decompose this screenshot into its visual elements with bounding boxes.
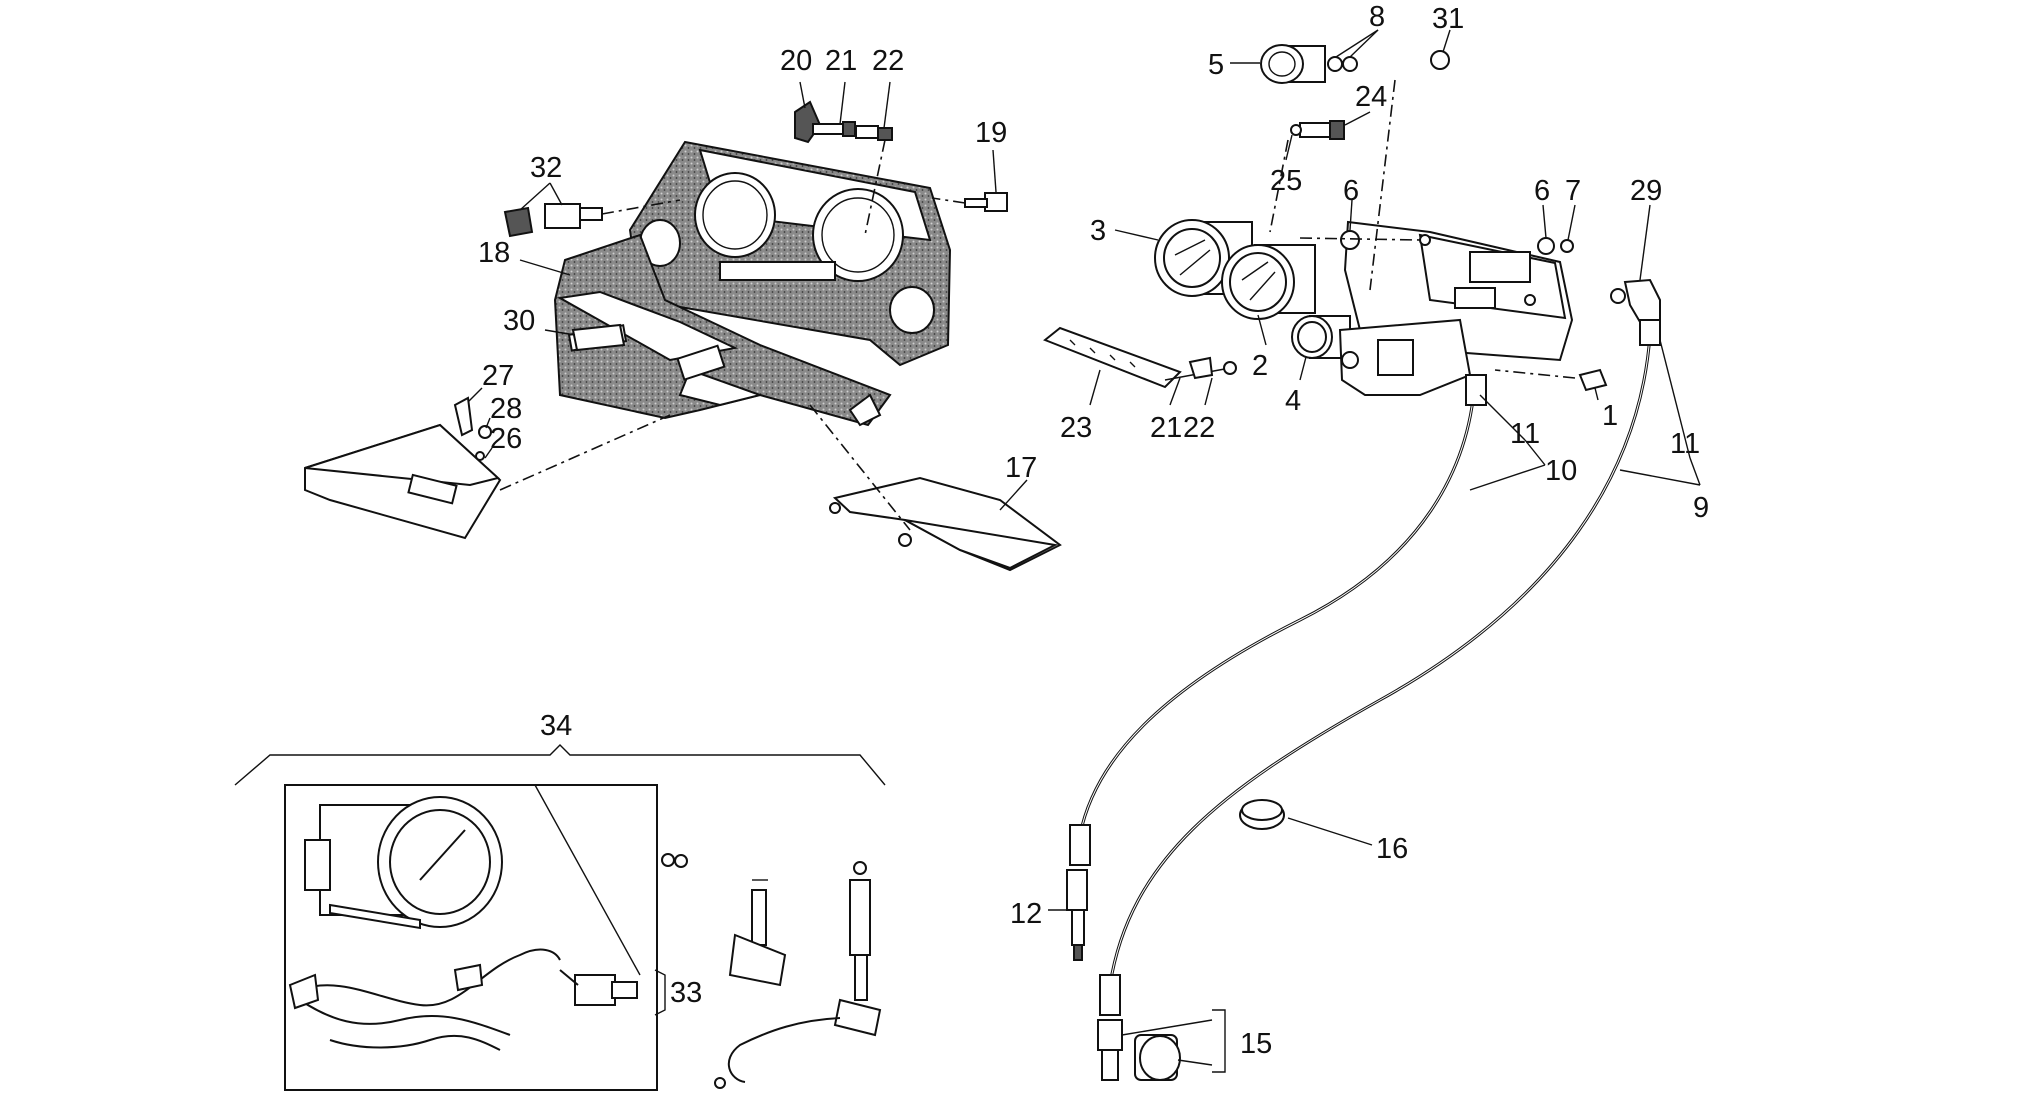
label-8: 8 — [1369, 1, 1385, 33]
label-6b: 6 — [1534, 175, 1550, 207]
label-9: 9 — [1693, 492, 1709, 524]
label-12: 12 — [1010, 898, 1042, 930]
terminal-strip-23 — [1043, 326, 1231, 389]
label-11a: 11 — [1510, 418, 1540, 450]
connector-22b — [1188, 356, 1237, 380]
label-20: 20 — [780, 45, 812, 77]
label-29: 29 — [1630, 175, 1662, 207]
label-15: 15 — [1240, 1028, 1272, 1060]
label-19: 19 — [975, 117, 1007, 149]
label-33: 33 — [670, 977, 702, 1009]
washers-6-7 — [1299, 230, 1574, 255]
sensor-parts-33 — [661, 853, 882, 1089]
label-24: 24 — [1355, 81, 1387, 113]
support-bracket-17 — [809, 404, 1062, 572]
leader-dash-8 — [1369, 79, 1396, 291]
label-16: 16 — [1376, 833, 1408, 865]
bolt-27 — [453, 396, 492, 439]
bulb-24 — [1290, 120, 1345, 140]
badge-plate-30 — [571, 323, 626, 352]
label-23: 23 — [1060, 412, 1092, 444]
label-26: 26 — [490, 423, 522, 455]
label-17: 17 — [1005, 452, 1037, 484]
label-22a: 22 — [872, 45, 904, 77]
label-31: 31 — [1432, 3, 1464, 35]
label-18: 18 — [478, 237, 510, 269]
label-7: 7 — [1565, 175, 1581, 207]
cable-elbow-29 — [1610, 278, 1661, 324]
label-11b: 11 — [1670, 428, 1700, 460]
label-5: 5 — [1208, 49, 1224, 81]
label-1: 1 — [1602, 400, 1618, 432]
label-25: 25 — [1270, 165, 1302, 197]
cable-fitting-15 — [1097, 1019, 1181, 1081]
panel-screw-19 — [931, 192, 1008, 212]
tachometer-cable-9 — [1099, 319, 1661, 1016]
cable-fitting-12 — [1066, 869, 1088, 961]
label-4: 4 — [1285, 385, 1301, 417]
label-28: 28 — [490, 393, 522, 425]
leader-lines — [234, 29, 1701, 1073]
gauge-2 — [1221, 244, 1316, 320]
ignition-key-assembly — [794, 100, 893, 236]
label-27: 27 — [482, 360, 514, 392]
label-21b: 21 — [1150, 412, 1182, 444]
speedometer-cable-10 — [1069, 374, 1487, 866]
kit-34-box — [284, 784, 658, 1091]
label-10: 10 — [1545, 455, 1577, 487]
nut-31 — [1430, 50, 1450, 70]
instrument-panel-housing — [553, 140, 952, 427]
label-22b: 22 — [1183, 412, 1215, 444]
label-3: 3 — [1090, 215, 1106, 247]
screw-1 — [1494, 368, 1608, 392]
mounting-bracket-26 — [304, 414, 671, 540]
label-6a: 6 — [1343, 175, 1359, 207]
label-30: 30 — [503, 305, 535, 337]
part-number-labels: 1 2 3 4 5 6 6 7 8 9 10 11 11 12 15 16 17… — [478, 1, 1709, 1060]
ring-clamp-16 — [1239, 799, 1285, 830]
label-32: 32 — [530, 152, 562, 184]
label-21a: 21 — [825, 45, 857, 77]
gauge-mounting-plate — [1338, 220, 1574, 396]
gauge-5 — [1260, 44, 1358, 84]
label-2: 2 — [1252, 350, 1268, 382]
gauge-4 — [1291, 315, 1351, 359]
label-34: 34 — [540, 710, 572, 742]
